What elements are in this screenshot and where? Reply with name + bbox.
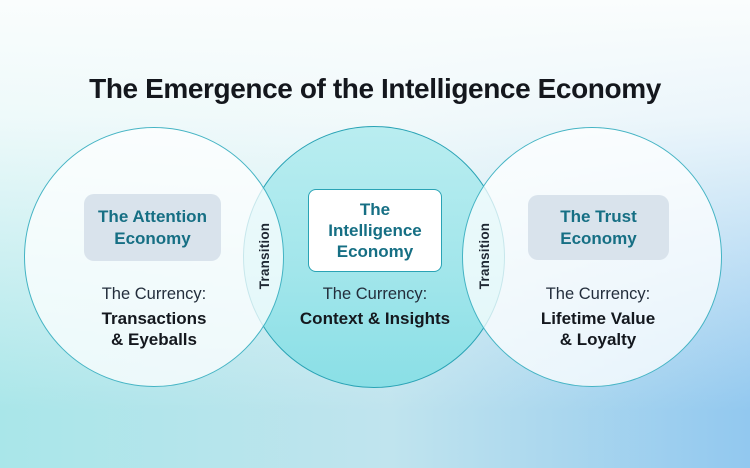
attention-value-line-2: & Eyeballs xyxy=(111,330,197,350)
attention-label-line-1: The Attention xyxy=(98,207,207,227)
trust-currency-label: The Currency: xyxy=(545,285,651,303)
intelligence-economy-label-text: The Intelligence Economy xyxy=(328,199,422,262)
trust-currency-value: Lifetime Value & Loyalty xyxy=(488,308,708,351)
attention-value-line-1: Transactions xyxy=(101,309,207,328)
trust-label-line-2: Economy xyxy=(560,228,637,248)
intelligence-currency-value: Context & Insights xyxy=(265,308,485,329)
page-title: The Emergence of the Intelligence Econom… xyxy=(89,72,661,104)
attention-currency-label: The Currency: xyxy=(101,285,207,303)
transition-label-right: Transition xyxy=(476,222,492,290)
transition-label-left: Transition xyxy=(256,222,272,290)
attention-label-line-2: Economy xyxy=(114,228,191,248)
intelligence-economy-label: The Intelligence Economy xyxy=(308,189,442,272)
trust-label-line-1: The Trust xyxy=(560,207,637,227)
intelligence-currency-label: The Currency: xyxy=(322,285,428,303)
attention-currency-value: Transactions & Eyeballs xyxy=(44,308,264,351)
attention-economy-label-text: The Attention Economy xyxy=(98,206,207,248)
intelligence-label-line-3: Economy xyxy=(336,242,414,262)
trust-value-line-1: Lifetime Value xyxy=(540,309,656,328)
intelligence-label-line-2: Intelligence xyxy=(328,220,422,240)
intelligence-label-line-1: The xyxy=(359,199,391,219)
trust-value-line-2: & Loyalty xyxy=(559,330,637,350)
attention-economy-label: The Attention Economy xyxy=(84,194,221,261)
trust-economy-label: The Trust Economy xyxy=(528,195,669,260)
trust-economy-label-text: The Trust Economy xyxy=(560,206,637,248)
intelligence-value-line-1: Context & Insights xyxy=(299,309,451,328)
